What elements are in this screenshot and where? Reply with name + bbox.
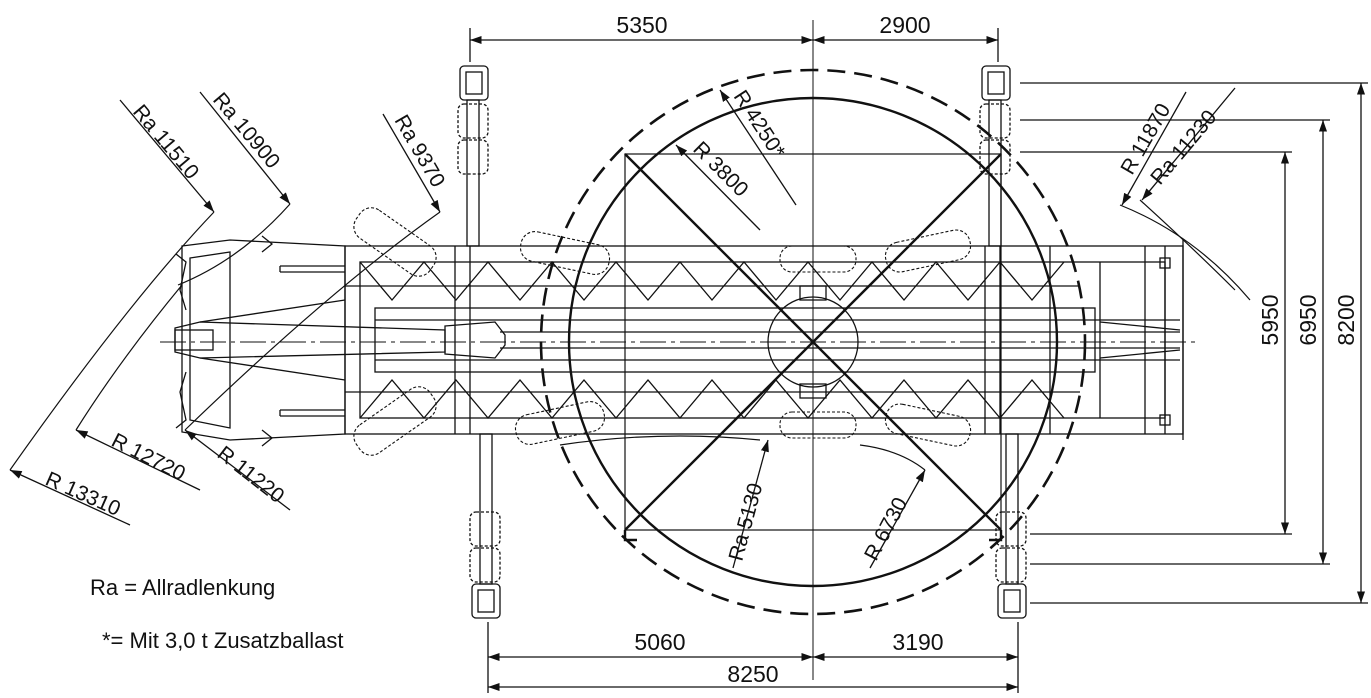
- label-r-6730: R 6730: [860, 494, 912, 565]
- dim-bottom-total: 8250: [727, 661, 778, 687]
- crane-cab: [175, 235, 346, 447]
- dim-right-outer: 8200: [1333, 294, 1359, 345]
- legend-allrad: Ra = Allradlenkung: [90, 575, 276, 600]
- label-ra-11510: Ra 11510: [128, 100, 203, 183]
- dim-bottom-left: 5060: [634, 629, 685, 655]
- dim-top-right: 2900: [879, 12, 930, 38]
- tyres: [353, 207, 972, 456]
- arc-r-11870: [1119, 204, 1251, 301]
- dim-bottom-right: 3190: [892, 629, 943, 655]
- dim-right-inner: 5950: [1257, 294, 1283, 345]
- label-ra-10900: Ra 10900: [208, 88, 284, 173]
- arc-r-12720: [75, 284, 183, 431]
- arc-ra-5130: [559, 435, 761, 446]
- label-r-13310: R 13310: [42, 468, 124, 521]
- legend-ballast: *= Mit 3,0 t Zusatzballast: [102, 628, 344, 653]
- label-ra-9370: Ra 9370: [390, 111, 450, 191]
- arc-ra-10900: [177, 203, 291, 286]
- label-r-12720: R 12720: [108, 429, 189, 486]
- arc-r-6730: [859, 444, 926, 471]
- dim-top-left: 5350: [616, 12, 667, 38]
- label-r-11220: R 11220: [213, 442, 289, 508]
- lattice-truss: [345, 260, 1080, 420]
- label-r-3800: R 3800: [688, 137, 752, 201]
- telescopic-boom: [174, 299, 1181, 381]
- label-ra-5130: Ra 5130: [725, 481, 768, 564]
- arc-r-13310: [9, 211, 215, 471]
- arc-ra-11230: [1139, 199, 1236, 291]
- arc-ra-9370: [184, 211, 441, 431]
- dim-right-mid: 6950: [1295, 294, 1321, 345]
- outriggers: [457, 65, 1027, 619]
- label-r-4250: R 4250*: [729, 86, 790, 162]
